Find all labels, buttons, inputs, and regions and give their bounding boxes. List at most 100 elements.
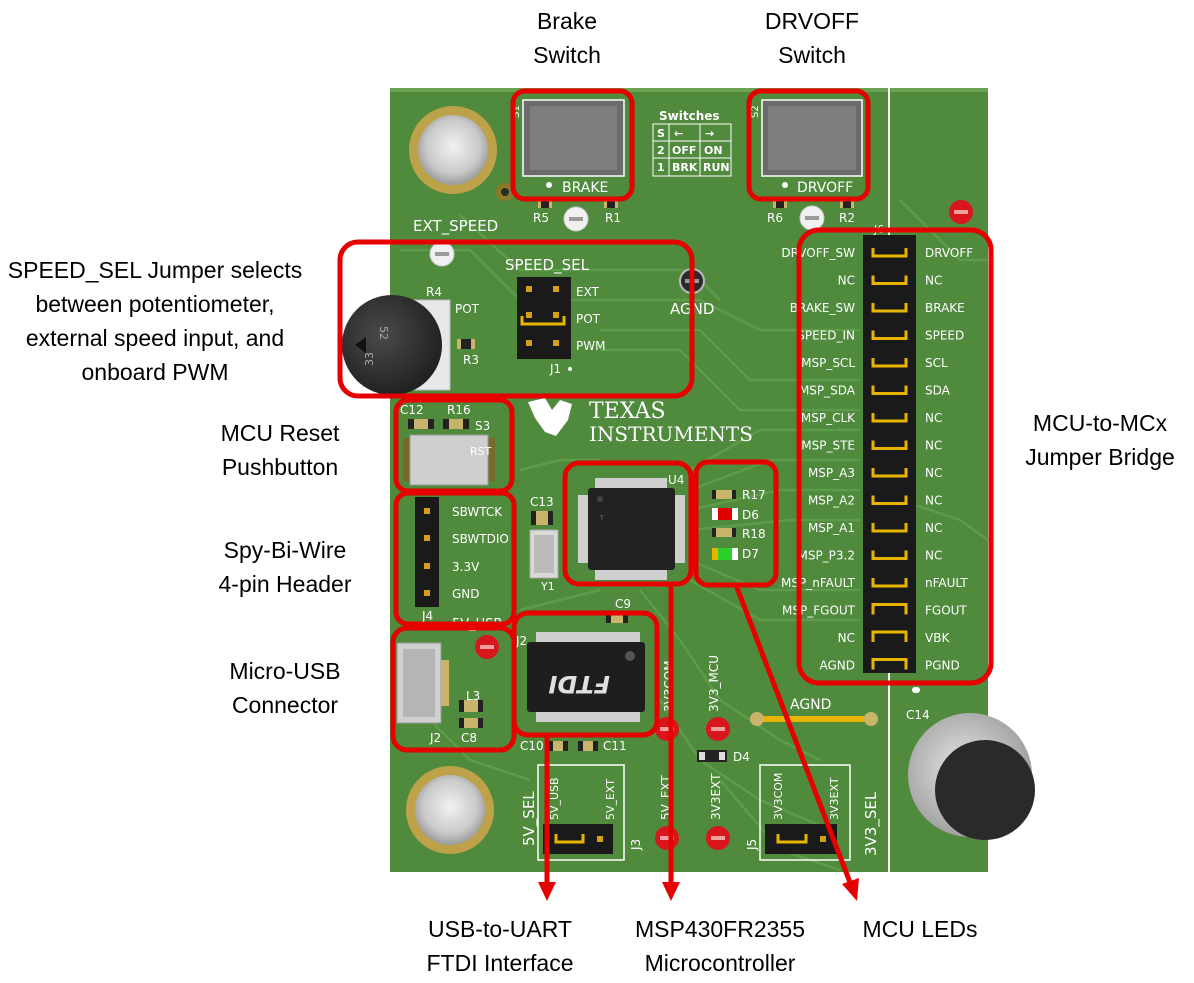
micro-usb-connector-j2: [396, 642, 449, 724]
jumper-shunt: [871, 275, 908, 285]
5v-sel-box: [537, 764, 625, 861]
switch-table-cell: ON: [704, 144, 723, 157]
agnd-jumper-label: AGND: [790, 697, 831, 713]
switch-table-cell: 2: [657, 144, 665, 157]
jumper-shunt: [871, 330, 908, 340]
c12-label: C12: [400, 403, 424, 417]
jumper-shunt: [871, 468, 908, 478]
jumper-shunt: [871, 413, 908, 423]
c11-label: C11: [603, 739, 627, 753]
brake-silk-label: BRAKE: [562, 180, 608, 196]
usb-uart-callout: USB-to-UART FTDI Interface: [426, 916, 574, 976]
ti-logo: TEXAS INSTRUMENTS: [528, 398, 753, 446]
jumper-bridge-row: AGND PGND: [819, 658, 960, 673]
sbwtck-label: SBWTCK: [452, 505, 503, 519]
ext-label: EXT: [576, 285, 600, 299]
pot-52-label: 52: [377, 326, 390, 340]
drvoff-switch-s2: S2 DRVOFF: [750, 99, 863, 196]
j1-label: J1: [549, 362, 561, 376]
r18-label: R18: [742, 527, 766, 541]
speed-sel-highlight: [337, 239, 695, 399]
switch-table-cell: 1: [657, 161, 665, 174]
bridge-left-label: BRAKE_SW: [790, 301, 855, 315]
jumper-shunt: [871, 578, 908, 588]
ftdi-logo: FTDI: [548, 670, 610, 698]
s3-label: S3: [475, 419, 490, 433]
bridge-right-label: NC: [925, 494, 942, 508]
potentiometer-r4: 52 33: [342, 295, 451, 395]
msp430-chip-u4: T: [578, 478, 685, 580]
ti-logo-line1: TEXAS: [589, 399, 666, 424]
mounting-hole-bottom-left: [406, 766, 494, 854]
j5-3v3com-label: 3V3COM: [772, 773, 785, 820]
bridge-right-label: NC: [925, 274, 942, 288]
bridge-left-label: MSP_STE: [801, 439, 855, 453]
j3-5v-ext-label: 5V_EXT: [604, 779, 617, 820]
svg-text:T: T: [599, 515, 604, 522]
bridge-right-label: VBK: [925, 631, 950, 645]
switch-table-cell: RUN: [703, 161, 730, 174]
bridge-left-label: MSP_SCL: [801, 356, 855, 370]
bridge-left-label: SPEED_IN: [797, 329, 855, 343]
switch-table-cell: BRK: [672, 161, 698, 174]
bridge-right-label: NC: [925, 411, 942, 425]
speed-sel-silk-label: SPEED_SEL: [505, 256, 590, 275]
bridge-right-label: NC: [925, 521, 942, 535]
switch-table-cell: →: [705, 127, 714, 140]
3v3-sel-jumper-j5: [765, 824, 837, 854]
bridge-left-label: NC: [838, 631, 855, 645]
c10-label: C10: [520, 739, 544, 753]
bridge-left-label: MSP_A3: [808, 466, 855, 480]
jumper-bridge-row: NC VBK: [838, 630, 950, 645]
j3-label: J3: [629, 839, 643, 851]
bridge-right-label: NC: [925, 466, 942, 480]
j3-5v-usb-label: 5V_USB: [548, 777, 561, 820]
jumper-shunt: [871, 303, 908, 313]
d6-label: D6: [742, 508, 759, 522]
c14-label: C14: [906, 708, 930, 722]
switch-table: Switches S ← → 2 OFF ON 1 BRK RUN: [652, 109, 732, 177]
y1-label: Y1: [540, 580, 555, 593]
gnd-label: GND: [452, 587, 480, 601]
jumper-shunt: [871, 630, 908, 642]
ti-logo-line2: INSTRUMENTS: [589, 422, 753, 446]
r2-label: R2: [839, 211, 855, 225]
c13-label: C13: [530, 495, 554, 509]
bridge-left-label: MSP_nFAULT: [781, 576, 856, 590]
c8-label: C8: [461, 731, 477, 745]
switch-table-cell: ←: [674, 127, 683, 140]
highlight-boxes: [337, 88, 994, 753]
bridge-left-label: NC: [838, 274, 855, 288]
bridge-left-label: DRVOFF_SW: [781, 246, 855, 260]
resistors-r5-r1-r6-r2: [538, 199, 854, 208]
rst-label: RST: [470, 445, 492, 458]
j5-label: J5: [745, 839, 759, 851]
r17-label: R17: [742, 488, 766, 502]
bridge-left-label: AGND: [819, 659, 855, 673]
r6-label: R6: [767, 211, 783, 225]
bridge-right-label: PGND: [925, 659, 960, 673]
spy-bi-wire-callout: Spy-Bi-Wire 4-pin Header: [218, 537, 352, 597]
s1-label: S1: [511, 105, 522, 118]
jumper-bridge-header-j6: [863, 235, 916, 673]
j5-3v3ext-label: 3V3EXT: [828, 777, 841, 820]
bridge-right-label: DRVOFF: [925, 246, 973, 260]
r3-label: R3: [463, 353, 479, 367]
brake-switch-callout: Brake Switch: [533, 8, 601, 68]
mcu-highlight: [562, 460, 694, 587]
3v3-label: 3.3V: [452, 560, 480, 574]
bridge-left-label: MSP_A1: [808, 521, 855, 535]
switch-table-cell: OFF: [672, 144, 696, 157]
jumper-shunt: [871, 495, 908, 505]
jumper-bridge-callout: MCU-to-MCx Jumper Bridge: [1025, 410, 1175, 470]
jumper-shunt: [871, 523, 908, 533]
mcu-led-cluster: [712, 490, 738, 560]
j4-label: J4: [421, 609, 433, 623]
